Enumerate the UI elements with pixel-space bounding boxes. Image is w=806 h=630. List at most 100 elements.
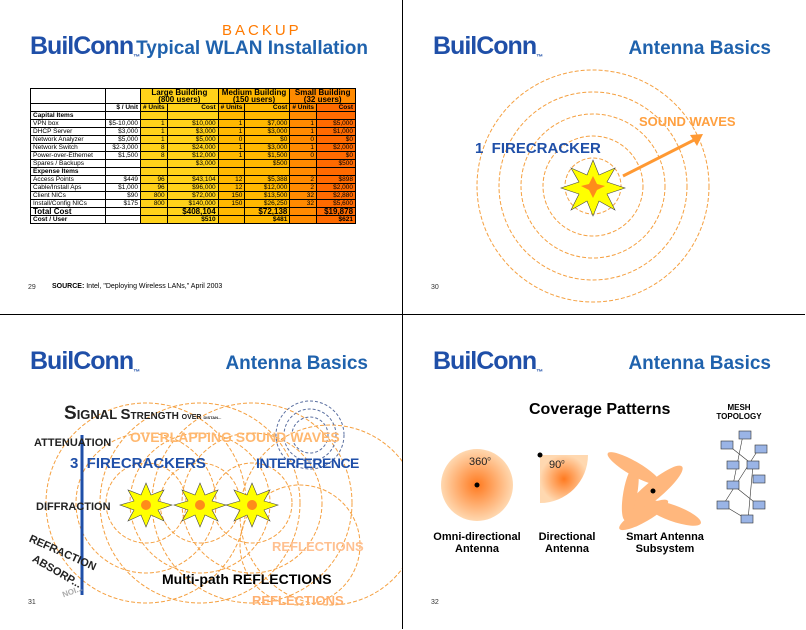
table-cell: 12 xyxy=(217,183,246,192)
interference-label: INTERFERENCE xyxy=(256,455,359,471)
slide-29: BuilConn™ BACKUP Typical WLAN Installati… xyxy=(0,0,403,315)
table-cell: 32 xyxy=(289,191,318,200)
row-label: Network Analyzer xyxy=(30,135,106,144)
table-cell: $898 xyxy=(316,175,357,184)
table-cell: $1,000 xyxy=(105,183,141,192)
table-cell: 8 xyxy=(140,143,168,152)
slide-title: Antenna Basics xyxy=(628,353,771,374)
table-cell: 0 xyxy=(289,135,318,144)
overlapping-label: OVERLAPPING SOUND WAVES xyxy=(130,429,340,445)
diffraction-label: DIFFRACTION xyxy=(36,501,111,513)
table-cell: $2,000 xyxy=(316,143,357,152)
table-cell: $90 xyxy=(105,191,141,200)
table-cell xyxy=(289,159,318,168)
slide-30: BuilConn™ Antenna Basics 1 FIRECRACKER S… xyxy=(403,0,805,315)
omni-caption: Omni-directional Antenna xyxy=(433,531,521,555)
row-label: Expense Items xyxy=(30,167,106,176)
firecrackers-label: 3 FIRECRACKERS xyxy=(70,455,206,472)
table-cell: 800 xyxy=(140,191,168,200)
table-cell: $5,388 xyxy=(244,175,291,184)
table-cell: $12,000 xyxy=(244,183,291,192)
explosion-icon xyxy=(225,482,279,528)
wave-direction-arrow xyxy=(622,136,699,178)
table-cell: $3,000 xyxy=(166,159,219,168)
backup-label: BACKUP xyxy=(222,22,302,39)
table-cell: 0 xyxy=(289,151,318,160)
table-cell: 1 xyxy=(289,119,318,128)
table-cell: 150 xyxy=(217,191,246,200)
reflections-label: REFLECTIONS xyxy=(272,539,364,554)
table-cell: $3,000 xyxy=(105,127,141,136)
wave-ring xyxy=(211,462,293,544)
table-cell: $2,880 xyxy=(316,191,357,200)
table-cell: 96 xyxy=(140,175,168,184)
table-cell xyxy=(166,167,219,176)
table-cell xyxy=(217,159,246,168)
table-cell: $3,000 xyxy=(244,127,291,136)
table-cell xyxy=(316,167,357,176)
explosion-icon xyxy=(560,159,626,217)
signal-strength-label: SIGNAL STRENGTH OVER DISTAN... xyxy=(64,403,222,424)
table-cell xyxy=(140,159,168,168)
smart-antenna-dot xyxy=(650,488,656,494)
coverage-heading: Coverage Patterns xyxy=(529,401,671,418)
table-cell: $2-3,000 xyxy=(105,143,141,152)
deg-90-label: 90o xyxy=(549,459,565,471)
subheader-row: $ / Unit # Units Cost # Units Cost # Uni… xyxy=(30,103,357,112)
interference-ring xyxy=(275,400,345,470)
table-cell: 150 xyxy=(217,199,246,208)
table-cell: $0 xyxy=(244,135,291,144)
table-cell xyxy=(105,167,141,176)
wave-ring xyxy=(520,113,666,259)
slide-32: BuilConn™ Antenna Basics Coverage Patter… xyxy=(403,315,805,629)
explosion-icon xyxy=(119,482,173,528)
table-cell: 0 xyxy=(217,135,246,144)
wave-ring xyxy=(542,135,644,237)
mesh-label: MESH TOPOLOGY xyxy=(716,403,762,421)
table-cell: $449 xyxy=(105,175,141,184)
row-label: Capital Items xyxy=(30,111,106,120)
sound-wave-diagram xyxy=(476,69,710,303)
cost-per-user-row: Cost / User $510 $481 $621 xyxy=(30,215,357,224)
directional-antenna-dot xyxy=(537,452,543,458)
table-cell: $1,500 xyxy=(105,151,141,160)
mesh-topology-icon xyxy=(716,430,768,524)
reflections-label: REFLECTIONS xyxy=(252,593,344,608)
row-label: Network Switch xyxy=(30,143,106,152)
coverage-diagrams xyxy=(441,430,768,531)
table-cell: $96,000 xyxy=(166,183,219,192)
slide-title: Antenna Basics xyxy=(628,38,771,59)
table-cell: 8 xyxy=(140,151,168,160)
slide-title: Antenna Basics xyxy=(225,353,368,374)
table-cell xyxy=(289,111,318,120)
table-cell: $13,500 xyxy=(244,191,291,200)
table-cell xyxy=(140,111,168,120)
row-label: Spares / Backups xyxy=(30,159,106,168)
table-cell: 1 xyxy=(140,119,168,128)
firecracker-label: 1 FIRECRACKER xyxy=(475,140,601,157)
table-cell: 1 xyxy=(217,119,246,128)
table-cell: $175 xyxy=(105,199,141,208)
table-cell: 1 xyxy=(217,143,246,152)
table-cell: $72,000 xyxy=(166,191,219,200)
header-large: Large Building (800 users) xyxy=(140,88,219,104)
table-cell: $10,000 xyxy=(166,119,219,128)
source-note: SOURCE: Intel, "Deploying Wireless LANs,… xyxy=(52,283,223,290)
table-cell xyxy=(289,167,318,176)
table-cell: $500 xyxy=(316,159,357,168)
omni-antenna-dot xyxy=(474,482,480,488)
table-cell xyxy=(316,111,357,120)
table-cell xyxy=(244,111,291,120)
row-label: VPN box xyxy=(30,119,106,128)
builconn-logo: BuilConn™ xyxy=(433,32,544,61)
table-cell: $5,000 xyxy=(105,135,141,144)
multipath-diagram xyxy=(45,400,402,606)
table-cell: 1 xyxy=(217,151,246,160)
wave-ring xyxy=(476,69,710,303)
